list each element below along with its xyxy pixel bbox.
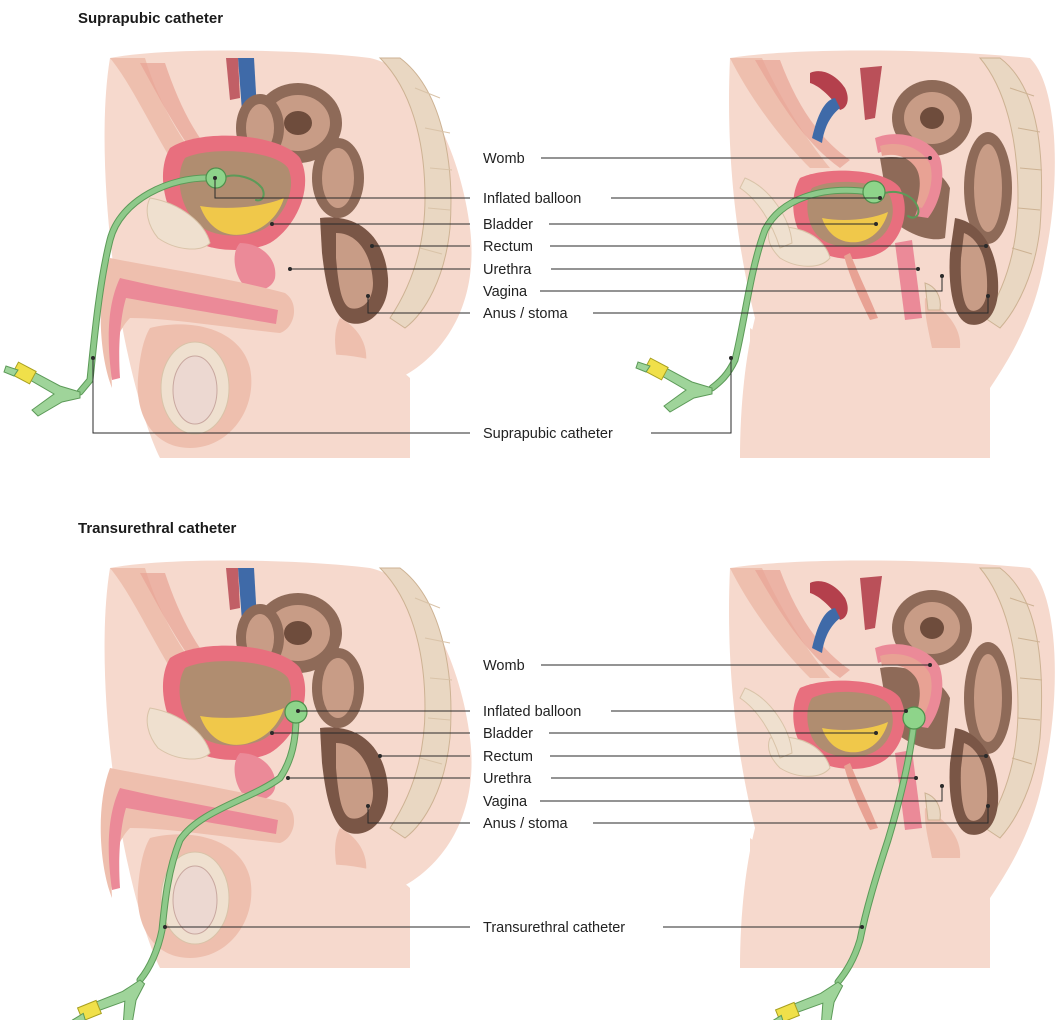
male-transurethral-balloon [285, 701, 307, 723]
label-vagina: Vagina [483, 794, 528, 810]
label-suprapubic-catheter: Suprapubic catheter [483, 426, 613, 442]
section-title-suprapubic: Suprapubic catheter [78, 10, 223, 27]
section-title-transurethral: Transurethral catheter [78, 520, 237, 537]
label-rectum: Rectum [483, 749, 533, 765]
label-anus-stoma: Anus / stoma [483, 816, 569, 832]
label-vagina: Vagina [483, 284, 528, 300]
female-suprapubic-balloon [863, 181, 885, 203]
label-womb: Womb [483, 658, 525, 674]
male-pelvis-illustration-suprapubic [101, 51, 472, 459]
female-pelvis-illustration-suprapubic [729, 51, 1055, 459]
label-bladder: Bladder [483, 726, 533, 742]
label-bladder: Bladder [483, 217, 533, 233]
female-pelvis-illustration-transurethral [729, 561, 1055, 969]
label-transurethral-catheter: Transurethral catheter [483, 920, 625, 936]
label-urethra: Urethra [483, 771, 532, 787]
label-inflated-balloon: Inflated balloon [483, 704, 581, 720]
label-anus-stoma: Anus / stoma [483, 306, 569, 322]
label-urethra: Urethra [483, 262, 532, 278]
labels-suprapubic: Womb Inflated balloon Bladder Rectum Ure… [483, 151, 613, 442]
label-rectum: Rectum [483, 239, 533, 255]
section-suprapubic: Suprapubic catheter [4, 10, 1055, 458]
label-womb: Womb [483, 151, 525, 167]
label-inflated-balloon: Inflated balloon [483, 191, 581, 207]
section-transurethral: Transurethral catheter [68, 520, 1055, 1020]
labels-transurethral: Womb Inflated balloon Bladder Rectum Ure… [483, 658, 625, 936]
